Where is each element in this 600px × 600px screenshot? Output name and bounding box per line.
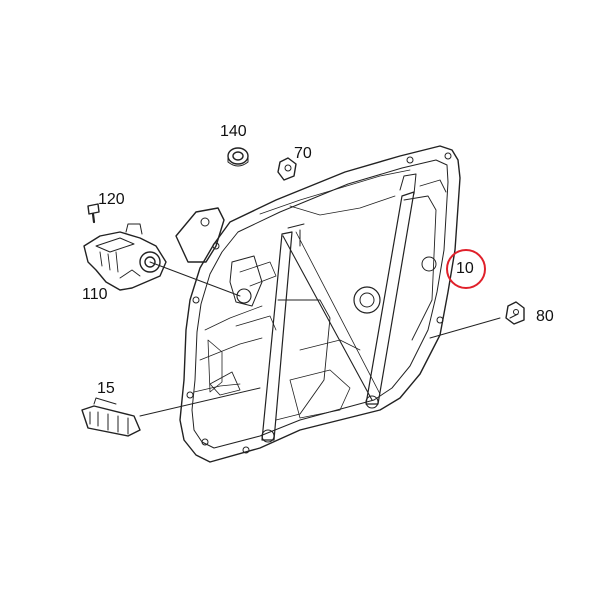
callout-110: 110 [82,286,108,303]
callout-140: 140 [220,123,247,140]
leader-lines [139,261,501,417]
callout-120: 120 [98,191,125,208]
connector-part [81,397,141,437]
callout-15: 15 [97,380,115,397]
grommet-part [227,147,249,167]
screw-part [87,203,100,224]
callout-70: 70 [294,145,312,162]
mounting-bracket-part [175,207,225,263]
highlight-ring-10 [446,249,486,289]
bolt-part [505,301,525,325]
expanding-nut-part [277,157,297,181]
window-motor-part [83,223,167,291]
callout-80: 80 [536,308,554,325]
callout-10: 10 [456,260,474,277]
door-module-panel [179,145,461,463]
